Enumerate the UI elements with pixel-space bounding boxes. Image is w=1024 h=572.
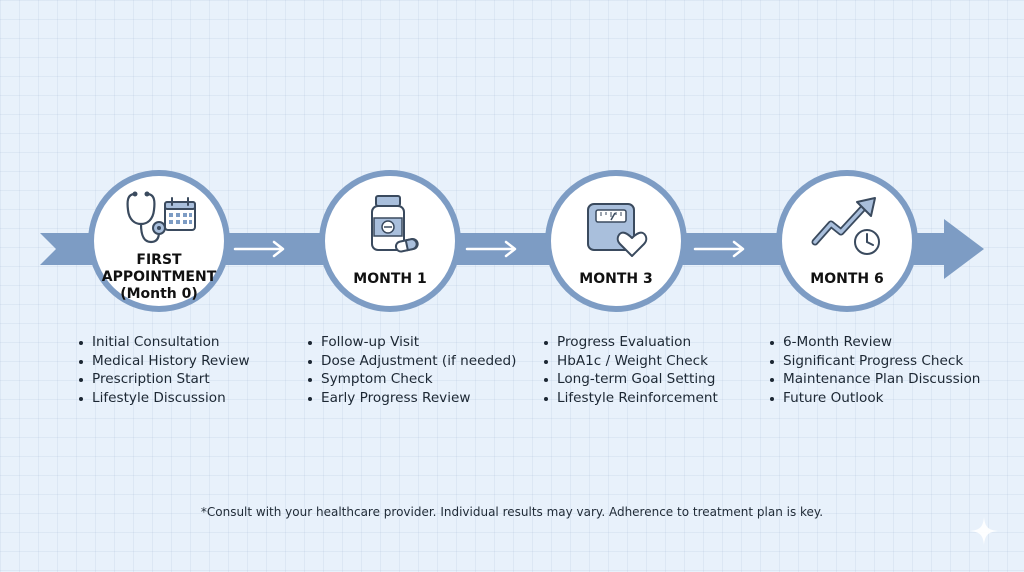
list-item: Progress Evaluation xyxy=(543,333,718,352)
scale-heart-icon xyxy=(551,200,681,258)
connector-arrow xyxy=(465,240,517,258)
list-item: Lifestyle Discussion xyxy=(78,389,250,408)
list-item: Maintenance Plan Discussion xyxy=(769,370,980,389)
list-item: Follow-up Visit xyxy=(307,333,516,352)
stage-circle-month-6: MONTH 6 xyxy=(776,170,918,312)
stage-label-line: MONTH 1 xyxy=(353,271,427,287)
list-item: Early Progress Review xyxy=(307,389,516,408)
stage-label-line: MONTH 6 xyxy=(810,271,884,287)
connector-arrow xyxy=(693,240,745,258)
task-list-month-6: 6-Month Review Significant Progress Chec… xyxy=(769,333,980,407)
stage-label: FIRST APPOINTMENT (Month 0) xyxy=(94,252,224,303)
stage-label: MONTH 1 xyxy=(325,271,455,288)
stage-label-line: MONTH 3 xyxy=(579,271,653,287)
list-item: Significant Progress Check xyxy=(769,352,980,371)
medicine-bottle-pill-icon xyxy=(325,194,455,256)
list-item: HbA1c / Weight Check xyxy=(543,352,718,371)
list-item: Long-term Goal Setting xyxy=(543,370,718,389)
stage-label: MONTH 3 xyxy=(551,271,681,288)
task-list-month-3: Progress Evaluation HbA1c / Weight Check… xyxy=(543,333,718,407)
stage-circle-month-3: MONTH 3 xyxy=(545,170,687,312)
stage-label-line: FIRST xyxy=(136,252,182,268)
task-list-month-1: Follow-up Visit Dose Adjustment (if need… xyxy=(307,333,516,407)
list-item: Lifestyle Reinforcement xyxy=(543,389,718,408)
stage-label-line: APPOINTMENT xyxy=(101,269,217,285)
footnote: *Consult with your healthcare provider. … xyxy=(200,505,824,519)
list-item: Medical History Review xyxy=(78,352,250,371)
stethoscope-calendar-icon xyxy=(94,190,224,248)
stage-circle-first-appointment: FIRST APPOINTMENT (Month 0) xyxy=(88,170,230,312)
stage-circle-month-1: MONTH 1 xyxy=(319,170,461,312)
stage-label: MONTH 6 xyxy=(782,271,912,288)
list-item: Dose Adjustment (if needed) xyxy=(307,352,516,371)
stage-label-line: (Month 0) xyxy=(120,286,198,302)
list-item: Symptom Check xyxy=(307,370,516,389)
list-item: Initial Consultation xyxy=(78,333,250,352)
list-item: Prescription Start xyxy=(78,370,250,389)
list-item: Future Outlook xyxy=(769,389,980,408)
connector-arrow xyxy=(233,240,285,258)
task-list-first-appointment: Initial Consultation Medical History Rev… xyxy=(78,333,250,407)
list-item: 6-Month Review xyxy=(769,333,980,352)
sparkle-icon xyxy=(970,517,998,545)
trend-up-clock-icon xyxy=(782,196,912,258)
